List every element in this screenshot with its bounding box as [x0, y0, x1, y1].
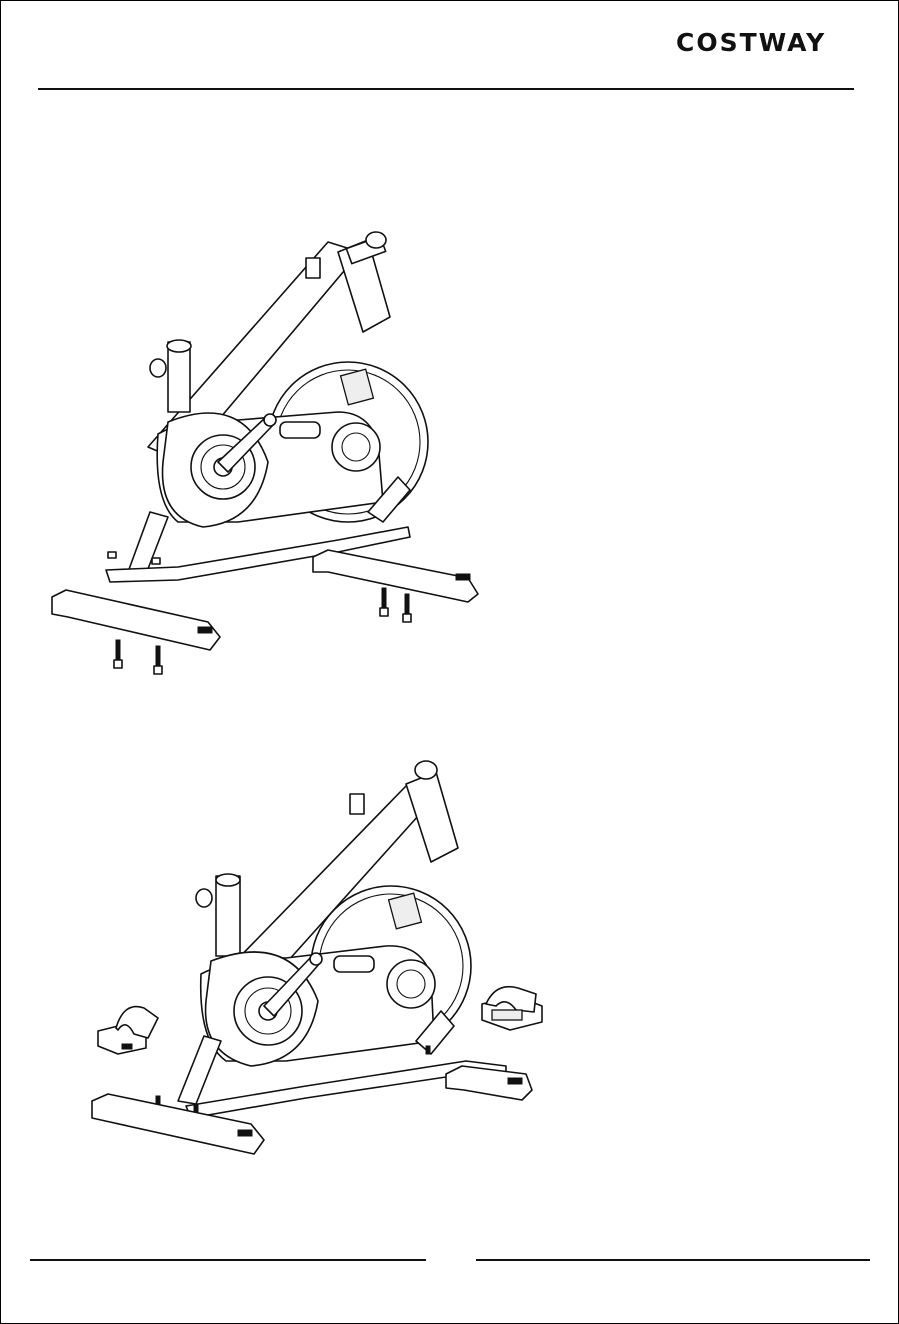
figure-step-stabilizers: [38, 222, 490, 688]
nut: [108, 552, 116, 558]
bolt: [154, 646, 162, 674]
rear-leg: [178, 1036, 221, 1104]
bolt: [380, 588, 388, 616]
pedal-left: [98, 1007, 158, 1054]
resistance-hub: [387, 960, 435, 1008]
rear-stabilizer: [313, 550, 478, 602]
footer-rule-left: [30, 1259, 426, 1261]
seat-post: [216, 876, 240, 956]
pedal-right: [482, 987, 542, 1030]
header-rule: [38, 88, 854, 90]
front-stabilizer: [52, 590, 220, 650]
bike-assembled-diagram: [86, 756, 550, 1164]
bolt: [403, 594, 411, 622]
rear-leg: [128, 512, 168, 574]
footer-rule-right: [476, 1259, 870, 1261]
bolt: [114, 640, 122, 668]
figure-step-pedals: [86, 756, 550, 1164]
brand-logo: COSTWAY: [676, 28, 856, 68]
bike-frame-diagram: [38, 222, 490, 688]
resistance-hub: [332, 423, 380, 471]
nut: [152, 558, 160, 564]
